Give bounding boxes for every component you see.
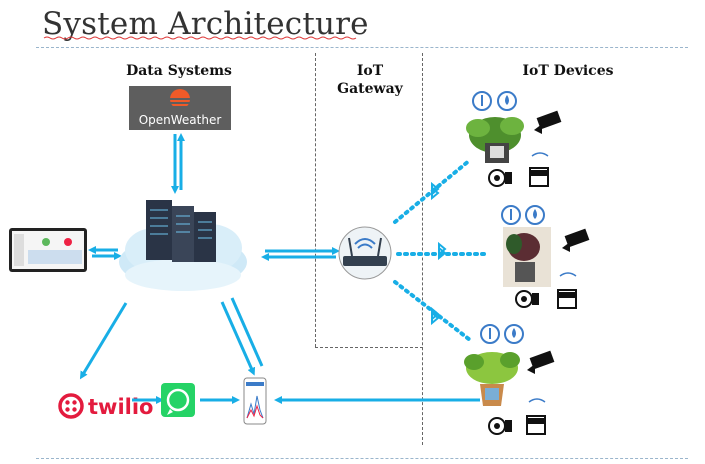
openweather-label: OpenWeather [138, 113, 222, 127]
device-group-2 [501, 205, 590, 309]
top-divider [36, 47, 688, 48]
arrow-server-router [261, 247, 340, 261]
device-group-1 [466, 91, 562, 187]
temperature-icon [472, 91, 492, 111]
plant [466, 117, 524, 163]
gateway-lane-right [422, 53, 423, 445]
camera-icon [562, 228, 590, 252]
plant [503, 227, 551, 287]
arrow-openweather-server [171, 133, 185, 194]
humidity-icon [525, 205, 545, 225]
temperature-icon [480, 324, 500, 344]
camera-icon [527, 350, 555, 374]
openweather-logo: OpenWeather [129, 86, 231, 130]
whatsapp-icon [161, 383, 195, 417]
device-group-3 [464, 324, 555, 435]
motor-icon [515, 290, 539, 308]
twilio-logo: twilio [58, 388, 153, 419]
arrow-server-twilio [79, 302, 128, 380]
page-title: System Architecture [42, 6, 369, 42]
humidity-icon [497, 91, 517, 111]
humidity-icon [504, 324, 524, 344]
gateway-lane-left [315, 53, 316, 347]
bluetooth-icon [431, 181, 447, 326]
arrow-server-tablet [88, 246, 122, 260]
server-cloud [119, 200, 247, 291]
temperature-icon [501, 205, 521, 225]
router [338, 226, 392, 280]
camera-icon [534, 110, 562, 134]
level-sensor-icon [526, 398, 546, 435]
bottom-divider [36, 458, 688, 459]
section-iot-gateway: IoT Gateway [337, 63, 403, 97]
plant [464, 352, 520, 406]
level-sensor-icon [557, 272, 577, 309]
arrow-server-phone [220, 297, 264, 376]
motor-icon [488, 169, 512, 187]
dashboard-tablet [9, 228, 87, 272]
level-sensor-icon [529, 152, 549, 187]
gateway-lane-bottom [315, 347, 423, 348]
section-data-systems: Data Systems [126, 63, 232, 79]
phone-chart [243, 377, 267, 425]
motor-icon [488, 417, 512, 435]
section-iot-devices: IoT Devices [522, 63, 614, 79]
